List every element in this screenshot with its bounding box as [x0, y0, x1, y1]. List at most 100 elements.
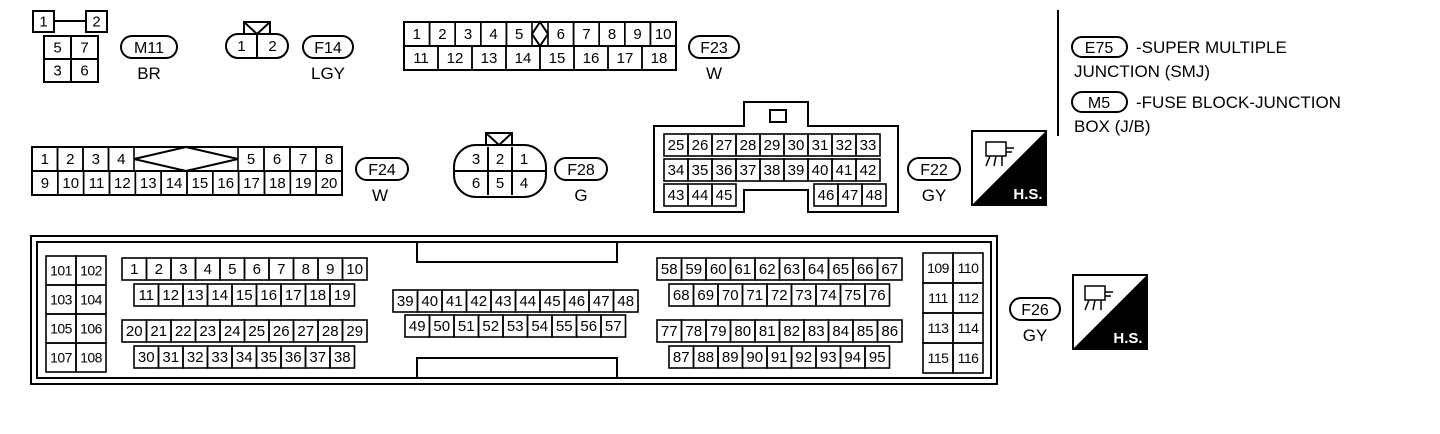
f24-color: W [372, 186, 388, 205]
pin-number: 7 [277, 261, 285, 278]
pin-number: 12 [162, 287, 179, 304]
pin-number: 64 [808, 261, 825, 278]
m11-color: BR [137, 64, 161, 83]
pin-cell [952, 342, 984, 374]
legend-e75-line2: JUNCTION (SMJ) [1074, 62, 1210, 81]
pin-number: 33 [211, 349, 228, 366]
pin-number: 8 [302, 261, 310, 278]
f22-color: GY [922, 186, 947, 205]
pin-number: 1 [413, 26, 421, 43]
pin-number: 112 [958, 290, 980, 306]
pin-number: 11 [413, 50, 429, 67]
f24-key [133, 145, 239, 173]
pin-number: 19 [295, 175, 312, 192]
pin-number: 46 [818, 187, 835, 204]
pin-number: 59 [685, 261, 702, 278]
pin-number: 70 [722, 287, 739, 304]
pin-number: 15 [192, 175, 209, 192]
pin-number: 16 [583, 50, 600, 67]
pin-number: 101 [50, 263, 73, 279]
pin-number: 3 [92, 151, 100, 168]
f26-top-key [416, 241, 618, 263]
pin-cell [600, 314, 627, 338]
pin-number: 82 [783, 323, 800, 340]
pin-number: 3 [53, 63, 61, 80]
pin-number: 103 [50, 292, 73, 308]
f28-key [485, 132, 513, 145]
pin-number: 105 [50, 321, 73, 337]
pin-cell [861, 183, 887, 207]
pin-number: 31 [162, 349, 179, 366]
pin-number: 9 [326, 261, 334, 278]
pin-number: 93 [820, 349, 837, 366]
pin-number: 2 [155, 261, 163, 278]
pin-number: 44 [692, 187, 709, 204]
pin-number: 61 [734, 261, 751, 278]
pin-number: 53 [507, 318, 524, 335]
pin-number: 34 [236, 349, 253, 366]
pin-number: 9 [633, 26, 641, 43]
harness-icon [1084, 285, 1113, 311]
pin-number: 110 [958, 260, 980, 276]
pin-number: 10 [346, 261, 363, 278]
pin-number: 16 [260, 287, 277, 304]
pin-number: 17 [243, 175, 260, 192]
m11-code: M11 [134, 40, 164, 57]
f24-code-oval [355, 157, 409, 181]
pin-number: 37 [740, 162, 757, 179]
pin-number: 7 [80, 40, 88, 57]
pin-number: 113 [928, 320, 950, 336]
hs-label: H.S. [1013, 186, 1042, 203]
pin-number: 87 [673, 349, 690, 366]
f23-code-oval [688, 35, 740, 59]
pin-cell [612, 289, 639, 313]
pin-number: 35 [260, 349, 277, 366]
pin-number: 18 [309, 287, 326, 304]
pin-number: 114 [958, 320, 980, 336]
pin-number: 79 [710, 323, 727, 340]
f22-body [653, 101, 899, 213]
f14-color: LGY [311, 64, 345, 83]
pin-number: 85 [857, 323, 874, 340]
pin-number: 30 [138, 349, 155, 366]
harness-icon [985, 141, 1014, 167]
pin-number: 66 [857, 261, 874, 278]
pin-number: 4 [117, 151, 125, 168]
pin-number: 57 [605, 318, 622, 335]
pin-number: 24 [224, 323, 241, 340]
pin-number: 7 [299, 151, 307, 168]
pin-number: 14 [211, 287, 228, 304]
pin-number: 8 [608, 26, 616, 43]
pin-number: 13 [140, 175, 157, 192]
pin-number: 1 [520, 151, 528, 168]
pin-number: 43 [668, 187, 685, 204]
pin-cell [329, 345, 356, 369]
f28-color: G [574, 186, 587, 205]
pin-number: 5 [228, 261, 236, 278]
pin-number: 35 [692, 162, 709, 179]
pin-number: 28 [322, 323, 339, 340]
pin-number: 16 [217, 175, 234, 192]
f23-color: W [706, 64, 722, 83]
pin-number: 11 [89, 175, 105, 192]
pin-number: 48 [866, 187, 883, 204]
pin-number: 41 [836, 162, 853, 179]
pin-number: 73 [795, 287, 812, 304]
pin-number: 42 [470, 293, 487, 310]
pin-number: 47 [593, 293, 610, 310]
pin-number: 65 [832, 261, 849, 278]
pin-number: 14 [515, 50, 532, 67]
f22-code: F22 [920, 162, 948, 179]
f14-code-oval [302, 35, 354, 59]
pin-number: 6 [273, 151, 281, 168]
pin-number: 95 [869, 349, 886, 366]
pin-cell [876, 319, 903, 343]
pin-number: 17 [617, 50, 634, 67]
hs-badge-f26: H.S. [1072, 274, 1148, 350]
pin-number: 10 [655, 26, 672, 43]
pin-number: 4 [204, 261, 212, 278]
pin-number: 89 [722, 349, 739, 366]
pin-number: 108 [80, 350, 103, 366]
pin-cell [341, 257, 368, 281]
pin-number: 104 [80, 292, 103, 308]
